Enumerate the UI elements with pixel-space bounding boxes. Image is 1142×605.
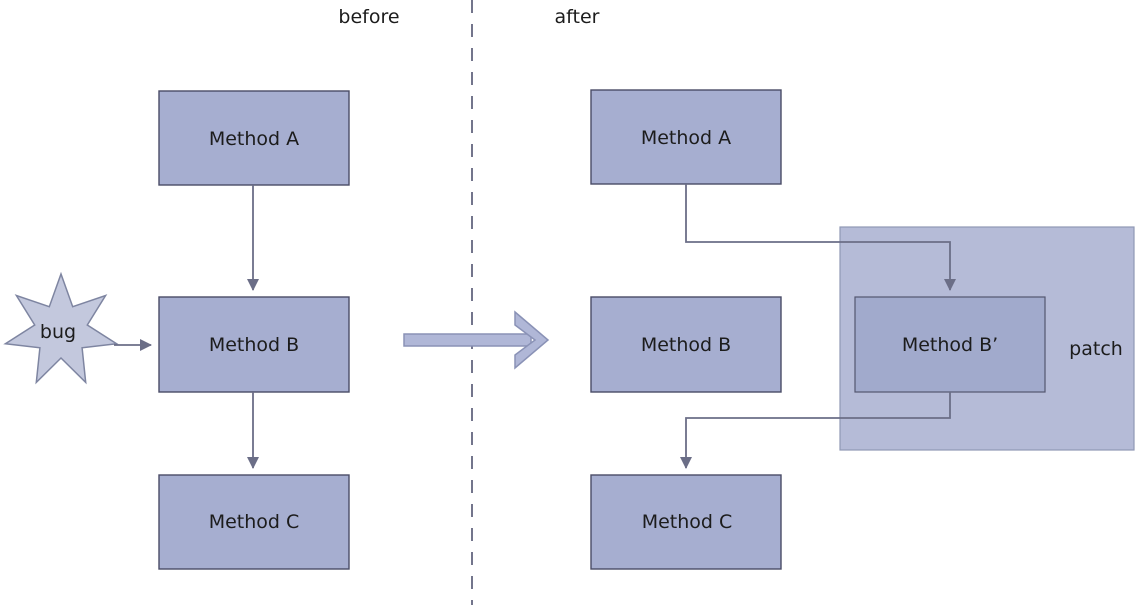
- before-method-a-label: Method A: [209, 128, 299, 150]
- after-heading: after: [555, 6, 600, 28]
- before-heading: before: [338, 6, 399, 28]
- before-column: Method A Method B Method C bug: [3, 90, 350, 570]
- bug-star-icon: [3, 271, 119, 385]
- after-method-c-label: Method C: [642, 511, 733, 533]
- after-method-b-box: [590, 296, 782, 393]
- after-column: patch Method A Method B Method B’ Method…: [590, 89, 1135, 570]
- transform-arrow-shaft: [403, 333, 532, 347]
- before-method-c-label: Method C: [209, 511, 300, 533]
- patch-label: patch: [1069, 338, 1123, 360]
- after-method-c-box: [590, 474, 782, 570]
- before-method-a-box: [158, 90, 350, 186]
- after-method-b-prime-label: Method B’: [902, 334, 998, 356]
- before-method-b-box: [158, 296, 350, 393]
- after-connector-a-to-b-prime: [685, 184, 956, 291]
- before-method-c-box: [158, 474, 350, 570]
- after-method-a-box: [590, 89, 782, 185]
- bug-label: bug: [40, 321, 76, 343]
- before-method-b-label: Method B: [209, 334, 299, 356]
- after-method-a-label: Method A: [641, 127, 731, 149]
- transform-arrow: [403, 310, 550, 370]
- after-method-b-label: Method B: [641, 334, 731, 356]
- transform-arrow-head: [514, 310, 550, 370]
- after-method-b-prime-box: [854, 296, 1046, 393]
- after-connector-b-prime-to-c: [680, 392, 951, 469]
